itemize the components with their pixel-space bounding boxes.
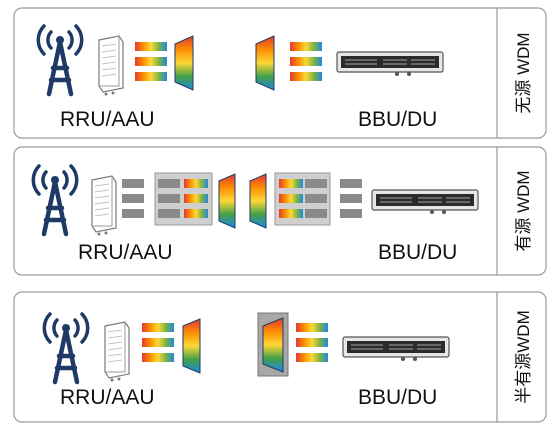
panel-active-wdm: RRU/AAU BBU/DU 有源 WDM (13, 146, 547, 276)
rru-unit-icon (98, 35, 124, 97)
mux-icon (182, 318, 201, 374)
optical-modules (135, 42, 167, 81)
left-label: RRU/AAU (60, 108, 155, 131)
panel-semi-active-wdm: RRU/AAU BBU/DU 半有源WDM (13, 291, 547, 423)
panel-title: 有源 WDM (514, 170, 533, 251)
right-label: BBU/DU (378, 241, 457, 264)
demux-icon (255, 35, 275, 91)
panel-title: 半有源WDM (514, 310, 533, 403)
optical-modules (142, 323, 174, 362)
demux-icon (262, 317, 284, 373)
right-label: BBU/DU (358, 108, 437, 131)
left-label: RRU/AAU (78, 241, 173, 264)
optical-modules (158, 179, 180, 218)
optical-modules (290, 42, 322, 81)
optical-modules (305, 179, 327, 218)
optical-modules (296, 323, 328, 362)
panel-passive-wdm: RRU/AAU BBU/DU 无源 WDM (13, 7, 547, 139)
mux-icon (218, 173, 236, 229)
optical-modules (122, 179, 144, 218)
panel-frame (13, 7, 547, 139)
bbu-chassis-icon (336, 51, 444, 77)
optical-modules (340, 179, 362, 218)
right-label: BBU/DU (358, 386, 437, 409)
left-label: RRU/AAU (60, 386, 155, 409)
mux-icon (174, 35, 194, 91)
rru-unit-icon (104, 321, 130, 383)
demux-icon (249, 173, 267, 229)
panel-title: 无源 WDM (514, 32, 533, 113)
optical-modules (279, 179, 303, 218)
optical-modules (184, 179, 208, 218)
bbu-chassis-icon (371, 189, 479, 215)
rru-unit-icon (91, 175, 117, 237)
bbu-chassis-icon (342, 336, 450, 362)
